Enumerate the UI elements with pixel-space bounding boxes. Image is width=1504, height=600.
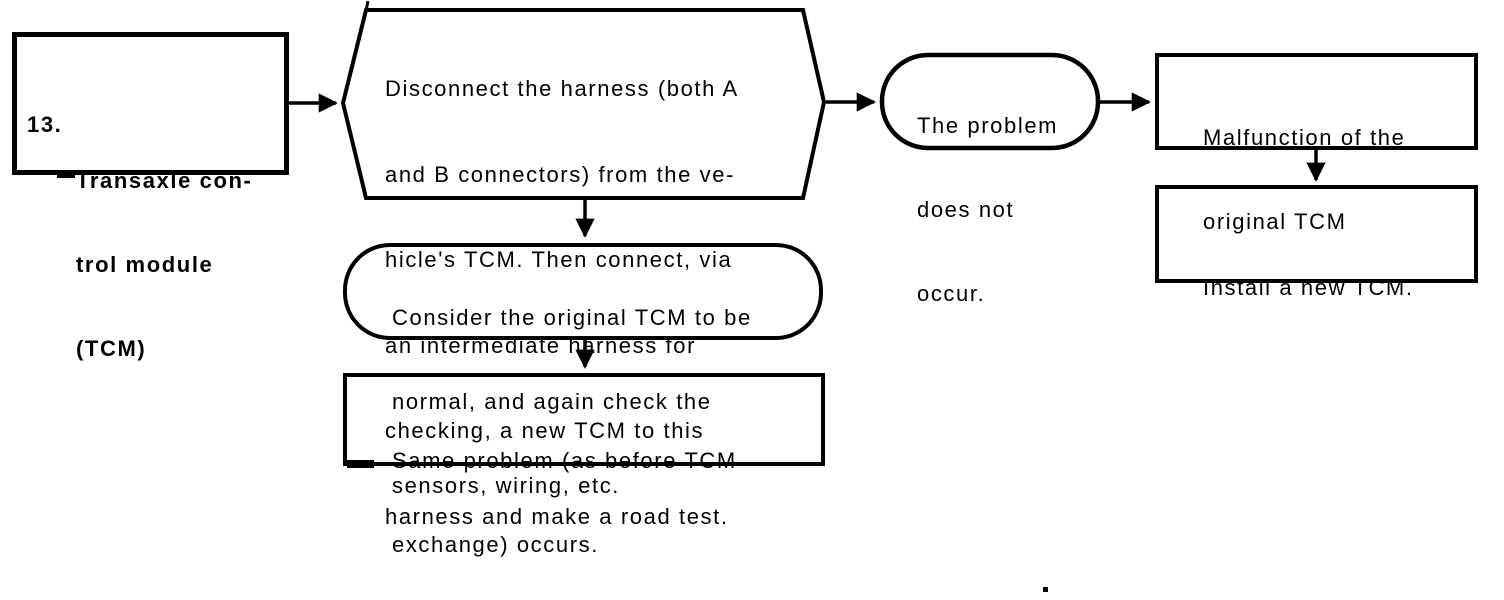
problem-not-occur-oval-shape (879, 52, 1101, 151)
malfunction-box-shape (1155, 53, 1478, 150)
problem-not-occur-text: The problem does not occur. (917, 113, 1059, 306)
same-problem-text: Same problem (as before TCM exchange) oc… (392, 448, 737, 557)
step-box-text: 13. Transaxle con- trol module (TCM) (27, 55, 252, 475)
same-problem-box-shape (343, 373, 825, 466)
scan-smudge-step-box (57, 171, 75, 178)
road-test-text: Disconnect the harness (both A and B con… (385, 76, 739, 529)
install-box-shape (1155, 185, 1478, 283)
scan-dot-artifact (1043, 587, 1048, 592)
step-number: 13. (27, 112, 63, 137)
consider-normal-round-shape (343, 243, 823, 340)
malfunction-text: Malfunction of the original TCM (1203, 125, 1406, 234)
scan-tick-artifact (364, 0, 370, 12)
step-title: Transaxle con- trol module (TCM) (76, 168, 253, 361)
step-box-shape (12, 32, 289, 175)
consider-normal-text: Consider the original TCM to be normal, … (392, 305, 752, 498)
scan-smudge-sameproblem-box (347, 460, 374, 468)
install-text: Install a new TCM. (1203, 275, 1414, 300)
